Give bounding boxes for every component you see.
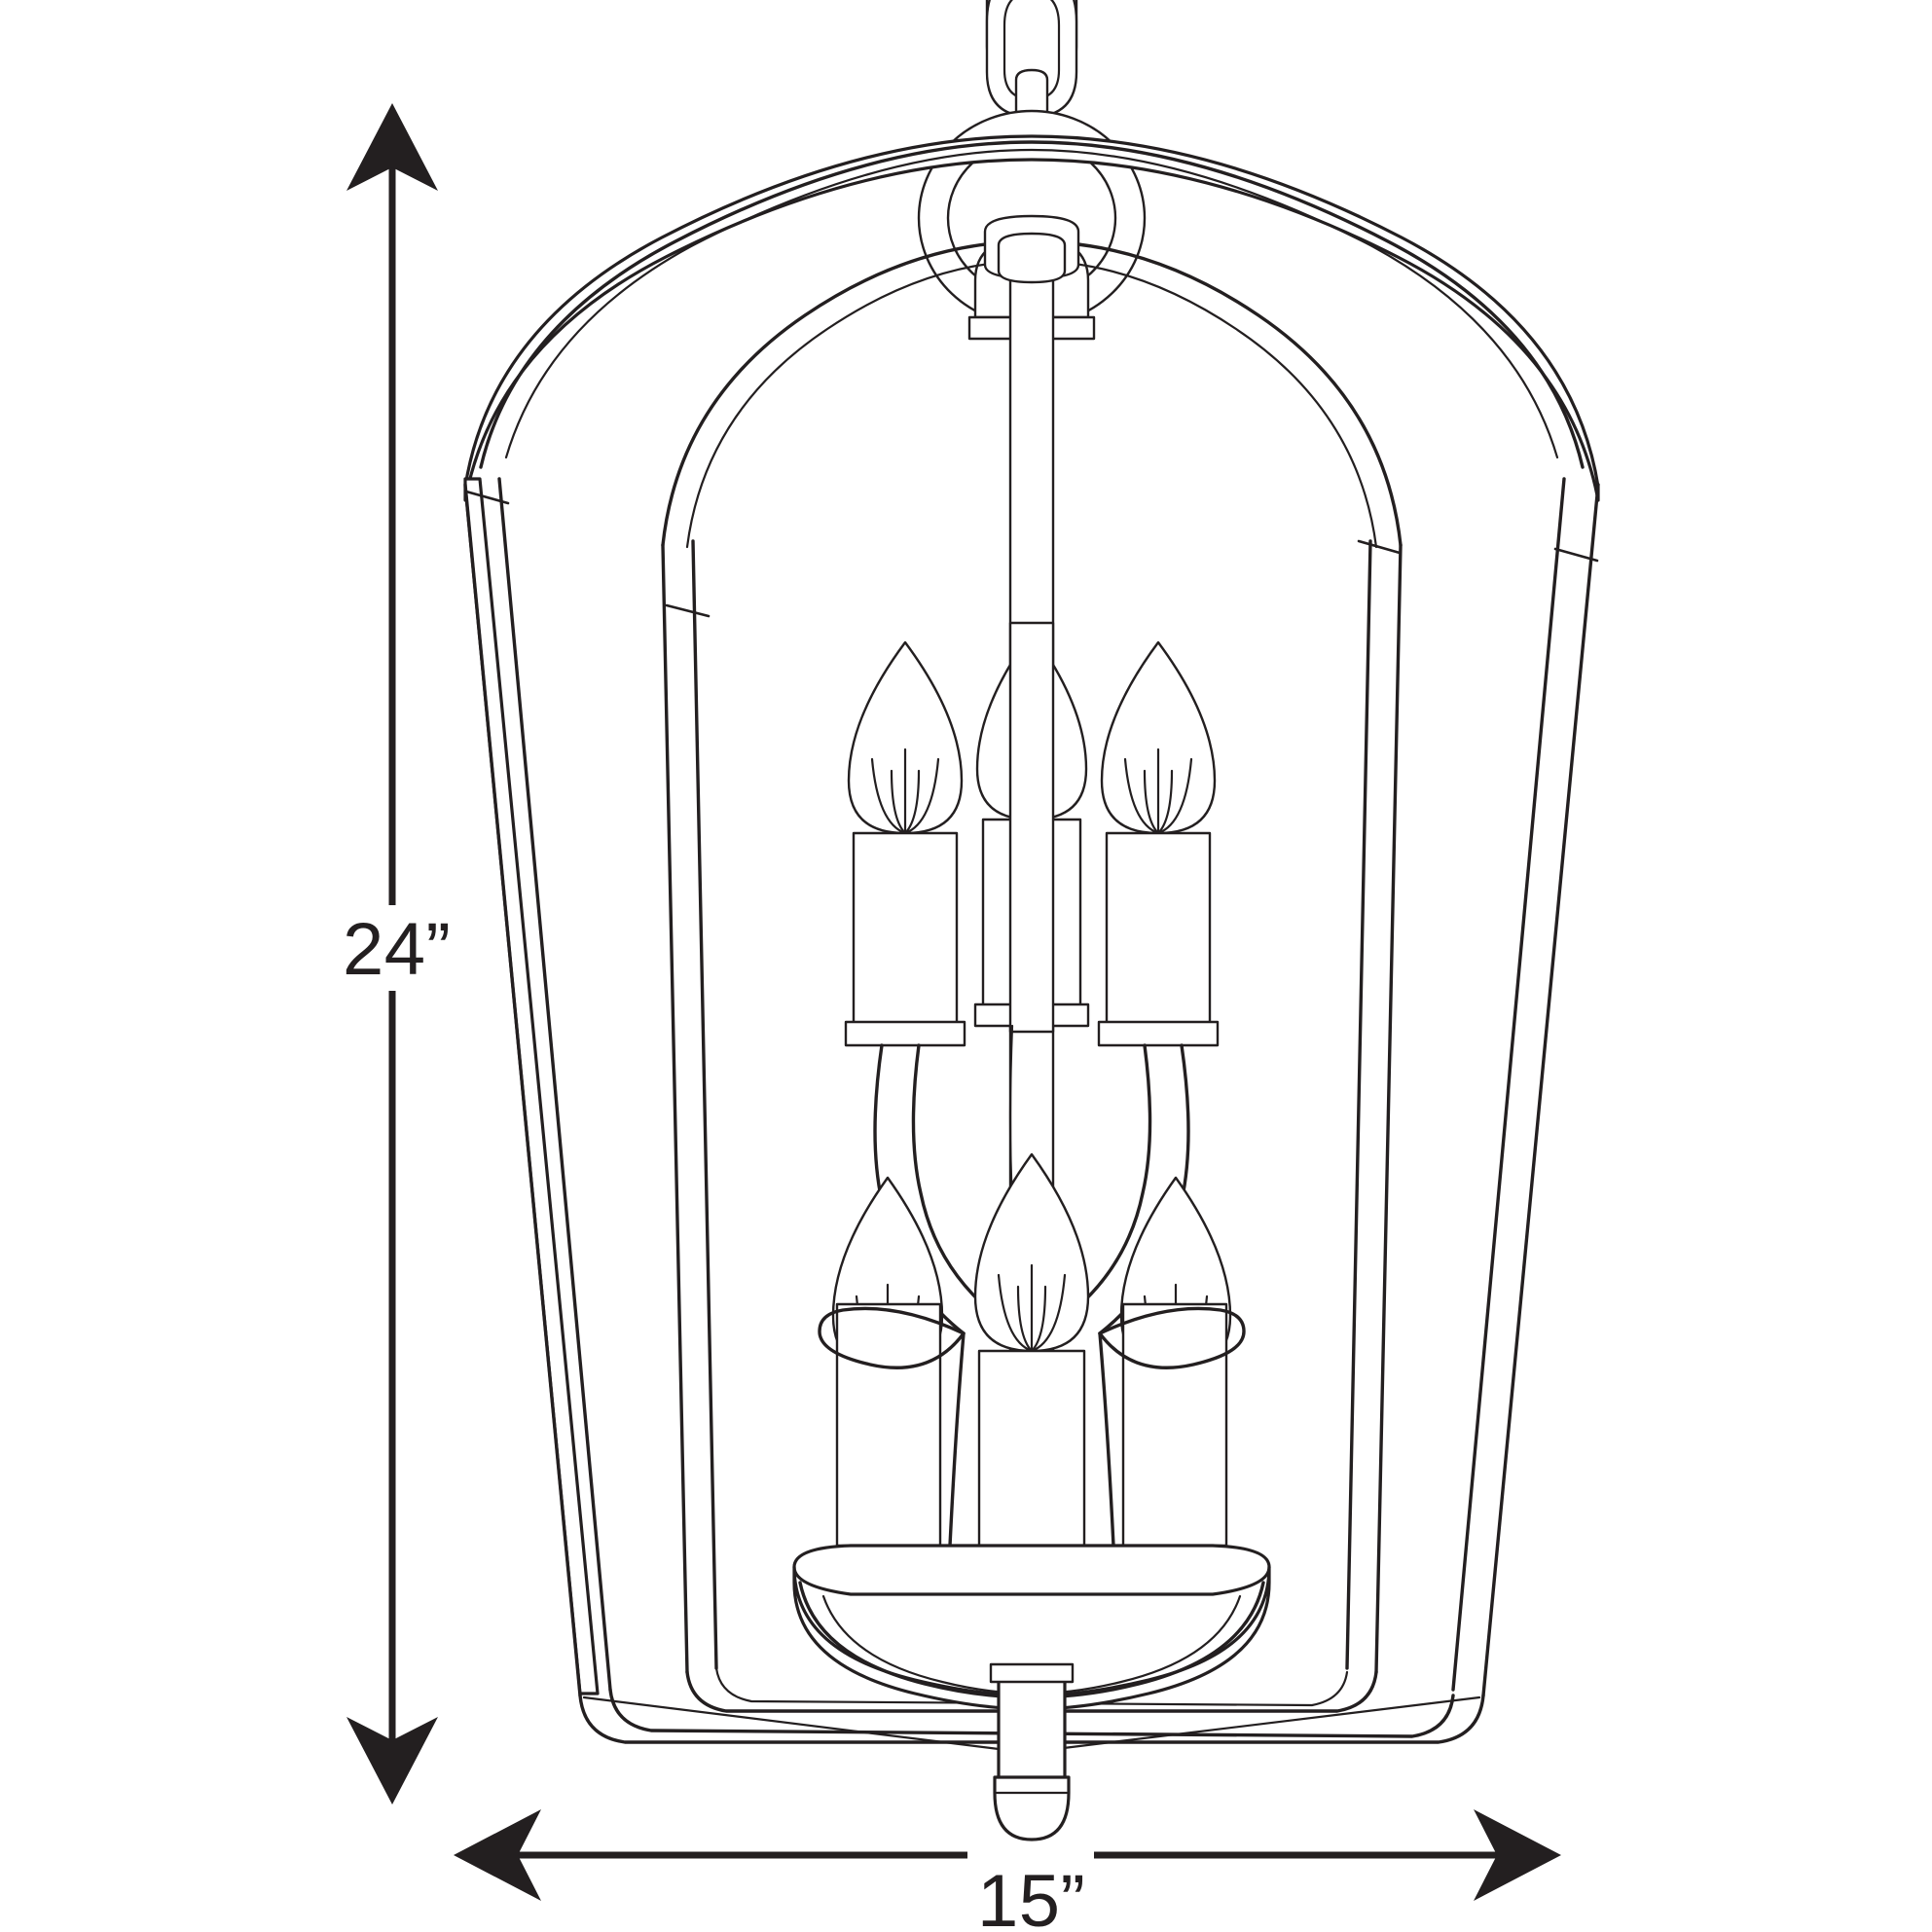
arrow-left-icon — [454, 1809, 541, 1901]
candle-sleeve — [852, 831, 959, 1030]
dome-rib-right-inner — [1030, 259, 1378, 549]
filament-left-inner — [1016, 1285, 1034, 1353]
arrow-down-icon — [346, 1717, 438, 1804]
cage-facet-mark-right-mid — [1357, 539, 1402, 555]
candle-sleeve — [1121, 1302, 1228, 1548]
center-stem-overlay — [1008, 621, 1055, 1034]
candle-sleeve — [1105, 831, 1212, 1030]
candle-upper-left — [844, 640, 966, 1047]
cage-edge-far-left — [463, 483, 582, 1697]
lantern-base — [792, 1544, 1271, 1841]
dome-rib-left-inner — [685, 259, 1034, 549]
center-stem-collar-icon — [997, 232, 1067, 284]
cage-facet-mark-right-top — [1553, 547, 1599, 563]
cage-back-rail-right — [1030, 1695, 1481, 1754]
dome-arc-inner — [504, 148, 1559, 459]
cage-facet-mark-left-top — [464, 490, 510, 505]
cage-edge-right-mid-a — [1374, 543, 1403, 1674]
candle-sleeve — [835, 1302, 942, 1548]
dimension-height — [346, 103, 438, 1804]
arrow-up-icon — [346, 103, 438, 191]
filament-right-inner — [1030, 1285, 1047, 1353]
candle-upper-back — [973, 621, 1090, 1034]
dome-rib-left — [661, 239, 1034, 547]
filament-left-inner — [1143, 769, 1160, 835]
candle-lower-right — [1119, 1176, 1232, 1548]
candle-cup — [1097, 1020, 1220, 1047]
candle-sleeve — [977, 1349, 1086, 1548]
filament-right-inner — [1156, 769, 1174, 835]
filament-right — [903, 757, 940, 835]
arm-upper-back — [1008, 1024, 1014, 1203]
cage-edge-far-right-2 — [1451, 477, 1566, 1692]
cage-edge-far-left-2 — [497, 477, 612, 1692]
cage-post-far-left-outer — [463, 477, 600, 1695]
arm-upper-left-inner — [911, 1043, 1001, 1320]
base-stem — [997, 1668, 1067, 1785]
lantern-dome — [463, 134, 1600, 549]
dome-arc-outer — [479, 140, 1585, 469]
candle-lower-center — [973, 1152, 1090, 1548]
arm-lower-right-stem — [1098, 1331, 1115, 1548]
filament-right-inner — [903, 769, 921, 835]
candle-lower-left — [831, 1176, 944, 1548]
candle-cup — [844, 1020, 966, 1047]
filament-left — [997, 1273, 1034, 1353]
base-plate-rim — [792, 1544, 1271, 1596]
base-bowl-band — [792, 1565, 1271, 1711]
arm-leaf-left — [818, 1306, 966, 1369]
arms-lower — [818, 1306, 1246, 1548]
dome-rib-right — [1030, 239, 1403, 547]
arrow-right-icon — [1474, 1809, 1561, 1901]
cage-back-rail-left — [582, 1695, 1024, 1754]
filament-right — [1030, 1273, 1067, 1353]
cage-edge-left-mid-b — [691, 539, 718, 1670]
cage-edge-right-mid-b — [1345, 539, 1372, 1670]
arm-leaf-right — [1098, 1306, 1246, 1369]
filament-right — [1156, 757, 1193, 835]
filament-left — [870, 757, 907, 835]
lantern-cage — [463, 477, 1600, 1754]
filament-left — [1123, 757, 1160, 835]
cage-edge-far-right — [1481, 483, 1600, 1697]
dimension-width — [454, 1809, 1561, 1901]
cage-facet-mark-left-mid — [665, 603, 711, 618]
filament-left-inner — [890, 769, 907, 835]
arm-lower-left-stem — [948, 1331, 966, 1548]
width-dimension-label: 15” — [977, 1860, 1086, 1932]
height-dimension-label: 24” — [343, 908, 452, 991]
cage-edge-left-mid-a — [661, 543, 689, 1674]
base-stem-collar — [989, 1662, 1075, 1684]
arm-upper-right-inner — [1063, 1043, 1152, 1320]
ball-finial-icon — [993, 1775, 1071, 1841]
candle-upper-right — [1097, 640, 1220, 1047]
